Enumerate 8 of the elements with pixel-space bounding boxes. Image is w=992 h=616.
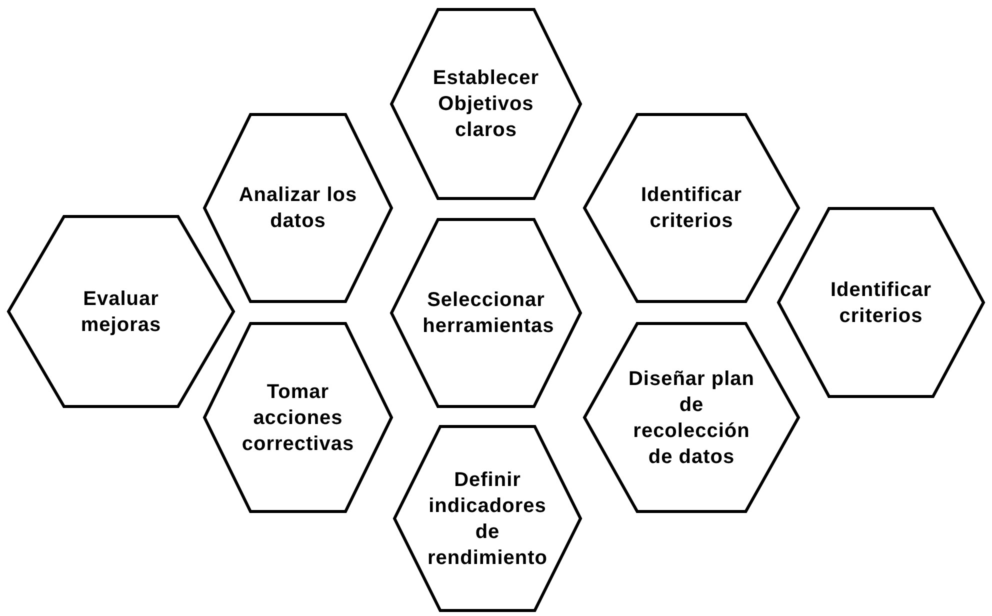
hexagon-label: Diseñar plan de recolección de datos <box>627 366 756 470</box>
hexagon-label: Analizar los datos <box>238 183 358 234</box>
hexagon-label: Identificar criterios <box>640 183 744 234</box>
hexagon-label: Definir indicadores de rendimiento <box>426 468 548 570</box>
hexagon-label: Identificar criterios <box>829 278 933 328</box>
hexagon-label: Establecer Objetivos claros <box>432 66 540 143</box>
hexagon-label: Tomar acciones correctivas <box>240 380 356 456</box>
hexagon-label: Evaluar mejoras <box>80 286 162 338</box>
